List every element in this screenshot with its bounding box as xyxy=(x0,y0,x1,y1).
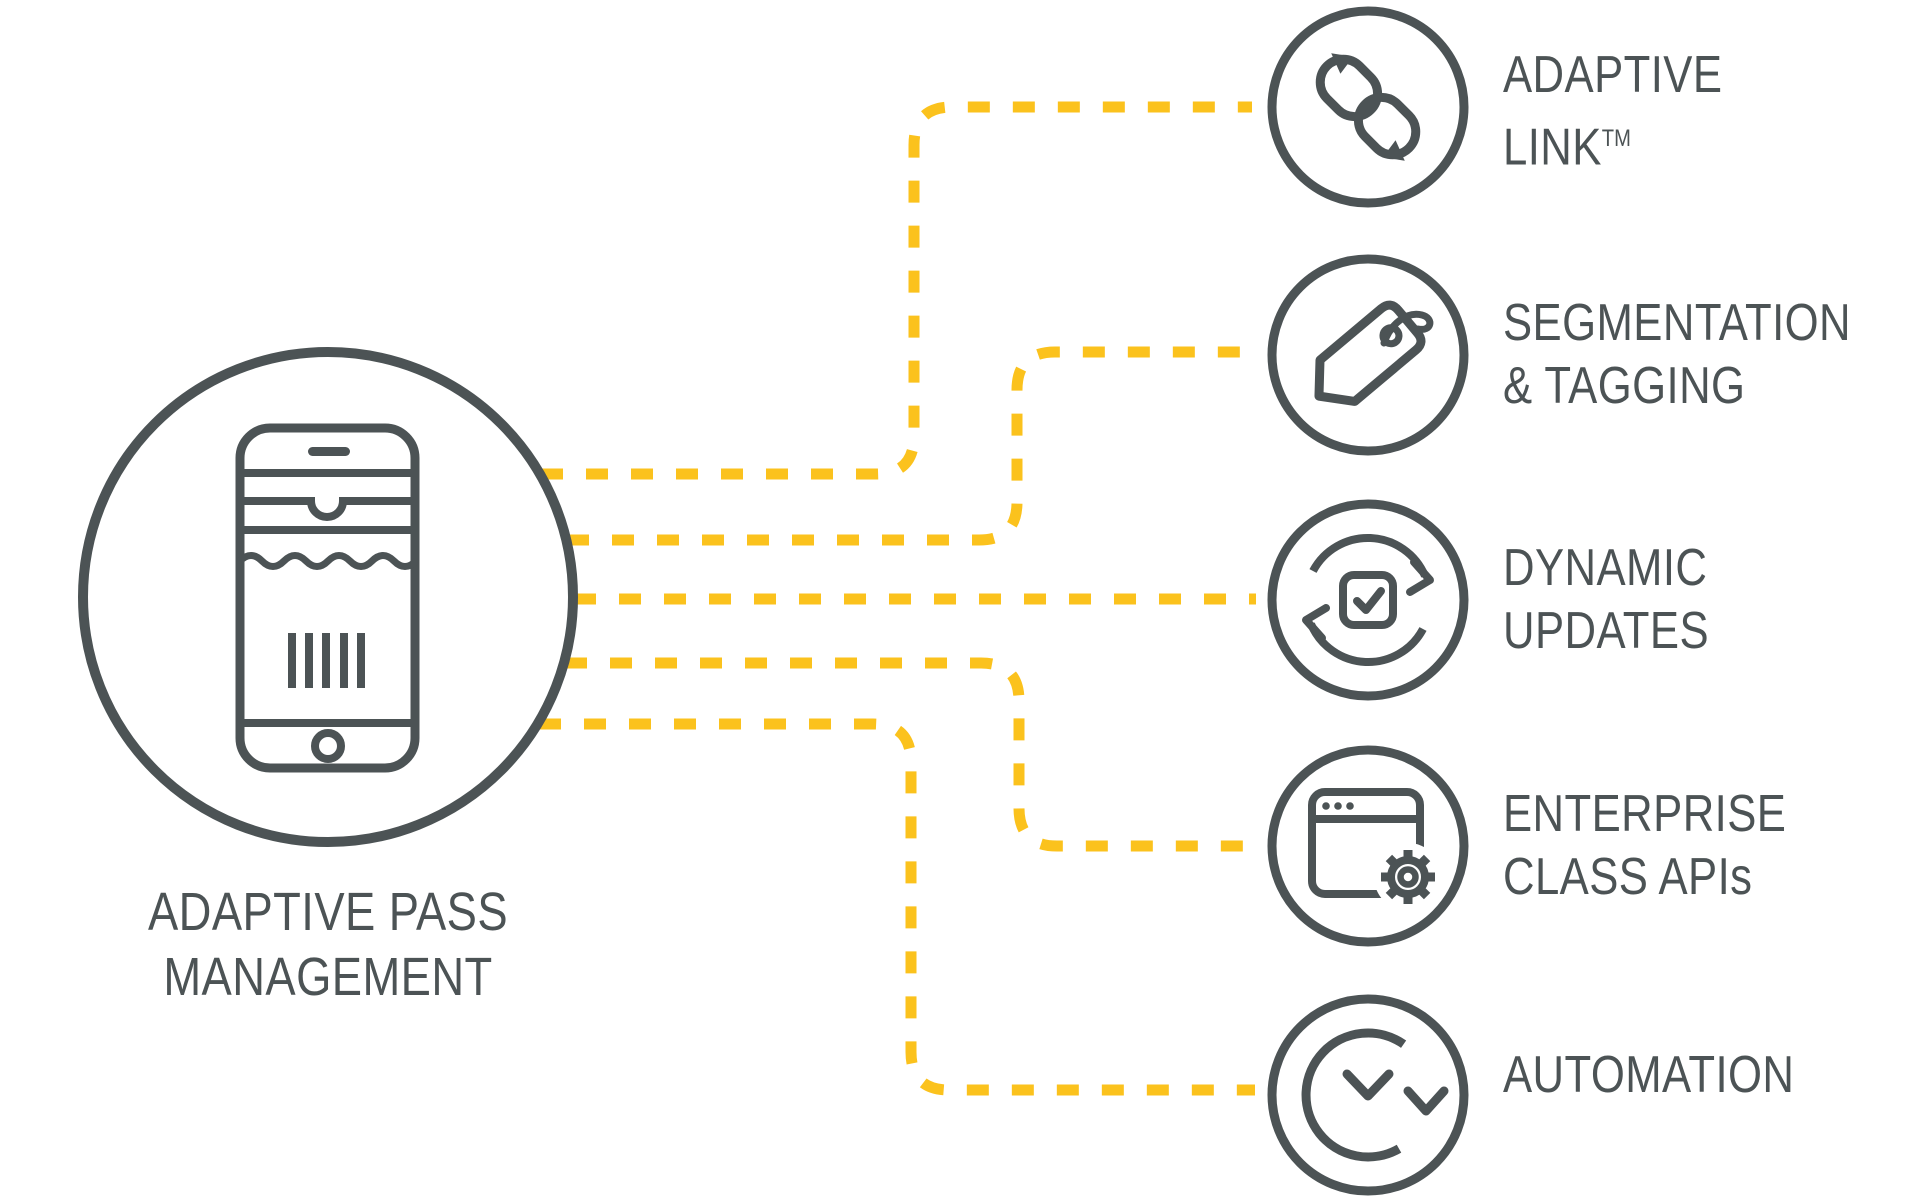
price-tag-icon xyxy=(1267,254,1469,456)
feature-node-adaptive-link xyxy=(1263,2,1473,212)
hub-node xyxy=(68,337,588,857)
feature-label-dynamic-updates: DYNAMIC UPDATES xyxy=(1503,537,1709,663)
feature-label-line2: CLASS APIs xyxy=(1503,848,1753,906)
feature-node-automation xyxy=(1263,990,1473,1200)
connector-adaptive-link xyxy=(541,101,1252,480)
feature-label-segmentation-tagging: SEGMENTATION & TAGGING xyxy=(1503,292,1851,418)
hub-title-line1: ADAPTIVE PASS xyxy=(147,882,509,942)
connector-segmentation-tagging xyxy=(567,346,1250,546)
connector-automation xyxy=(539,718,1255,1096)
feature-label-line1: ENTERPRISE xyxy=(1503,785,1787,843)
mobile-pass-phone-icon xyxy=(78,347,578,847)
feature-label-enterprise-apis: ENTERPRISE CLASS APIs xyxy=(1503,783,1786,909)
hub-title-line2: MANAGEMENT xyxy=(163,947,493,1007)
refresh-check-icon xyxy=(1267,499,1469,701)
browser-gear-icon xyxy=(1267,745,1469,947)
feature-node-dynamic-updates xyxy=(1263,495,1473,705)
chain-link-sync-icon xyxy=(1267,6,1469,208)
feature-label-automation: AUTOMATION xyxy=(1503,1044,1794,1107)
feature-label-line2: LINKTM xyxy=(1503,118,1631,177)
clock-cycle-icon xyxy=(1267,994,1469,1196)
feature-label-adaptive-link: ADAPTIVE LINKTM xyxy=(1503,44,1722,179)
feature-label-line2: UPDATES xyxy=(1503,602,1710,660)
trademark-symbol: TM xyxy=(1601,125,1631,152)
feature-node-enterprise-apis xyxy=(1263,741,1473,951)
feature-label-line1: ADAPTIVE xyxy=(1503,46,1723,104)
feature-label-line1: SEGMENTATION xyxy=(1503,294,1852,352)
feature-label-line1: DYNAMIC xyxy=(1503,539,1708,597)
hub-title: ADAPTIVE PASS MANAGEMENT xyxy=(76,880,580,1010)
feature-label-line1: AUTOMATION xyxy=(1503,1046,1795,1104)
feature-label-line2: & TAGGING xyxy=(1503,357,1746,415)
feature-node-segmentation-tagging xyxy=(1263,250,1473,460)
